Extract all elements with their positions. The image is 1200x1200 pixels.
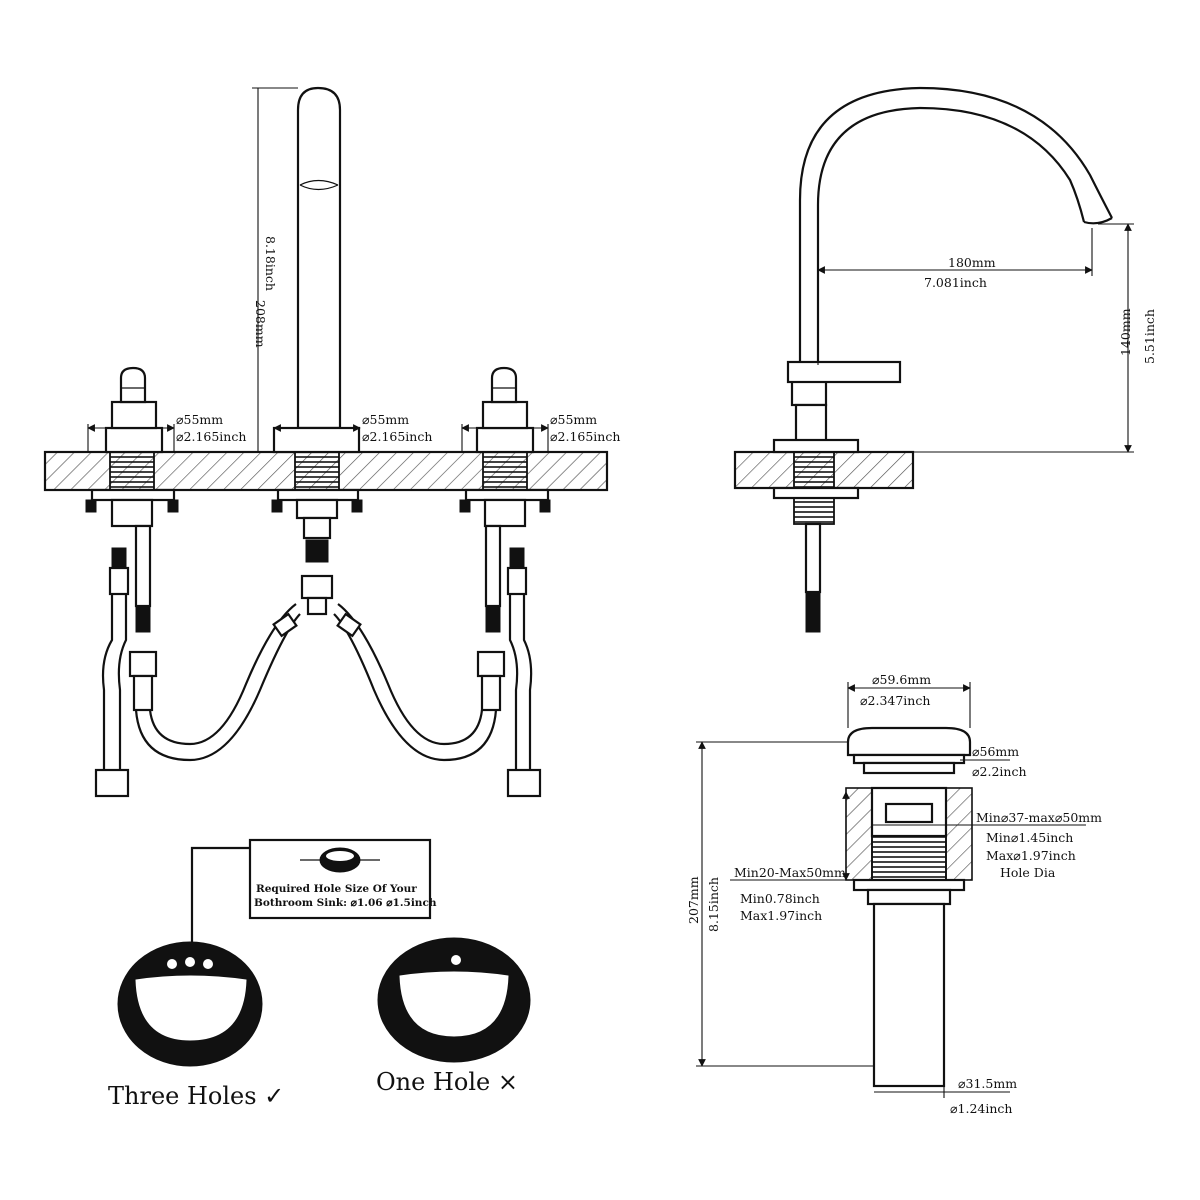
right-plumbing [476, 524, 542, 798]
hole-dia-label: Hole Dia [1000, 865, 1056, 880]
side-height-mm: 140mm [1118, 308, 1133, 356]
hole-note-line2: Bothroom Sink: ⌀1.06 ⌀1.5inch [254, 897, 437, 909]
three-holes-label: Three Holes ✓ [108, 1082, 284, 1110]
thickness-max-in: Max1.97inch [740, 908, 822, 923]
hole-note-line1: Required Hole Size Of Your [256, 883, 417, 895]
right-handle [475, 366, 535, 454]
sink-three-holes: Three Holes ✓ [108, 941, 284, 1110]
spout-height-mm: 208mm [253, 300, 268, 348]
cap-mm: ⌀59.6mm [872, 672, 931, 687]
side-lever [786, 360, 902, 384]
spout-front [272, 86, 361, 454]
hole-dimensions: ⌀55mm ⌀2.165inch ⌀55mm ⌀2.165inch ⌀55mm … [87, 412, 620, 452]
drain-assembly: ⌀59.6mm ⌀2.347inch ⌀56mm ⌀2.2inch Min⌀37… [686, 672, 1102, 1116]
drain-cap [846, 726, 972, 757]
spout-height-dimension: 208mm 8.18inch [252, 87, 298, 452]
front-view: 208mm 8.18inch ⌀55mm ⌀2.165inch ⌀55mm ⌀2… [43, 86, 620, 798]
one-hole-label: One Hole × [376, 1068, 518, 1096]
connecting-hoses [134, 603, 498, 762]
center-hole-in: ⌀2.165inch [362, 429, 432, 444]
hole-range-mm: Min⌀37-max⌀50mm [976, 810, 1102, 825]
flange-in: ⌀2.2inch [972, 764, 1027, 779]
right-hole-in: ⌀2.165inch [550, 429, 620, 444]
left-hole-mm: ⌀55mm [176, 412, 223, 427]
side-height-in: 5.51inch [1142, 309, 1157, 364]
hole-max-in: Max⌀1.97inch [986, 848, 1076, 863]
right-shank [482, 451, 528, 491]
side-view: 180mm 7.081inch 140mm 5.51inch [733, 86, 1157, 633]
hole-min-in: Min⌀1.45inch [986, 830, 1073, 845]
center-connector [300, 516, 334, 616]
tail-mm: ⌀31.5mm [958, 1076, 1017, 1091]
left-hole-in: ⌀2.165inch [176, 429, 246, 444]
brackets [85, 488, 551, 528]
cap-in: ⌀2.347inch [860, 693, 930, 708]
reach-in: 7.081inch [924, 275, 987, 290]
sink-one-hole: One Hole × [376, 937, 531, 1096]
reach-mm: 180mm [948, 255, 996, 270]
left-handle [104, 366, 164, 454]
left-plumbing [94, 524, 158, 798]
drain-height-mm: 207mm [686, 876, 701, 924]
left-shank [109, 451, 155, 491]
thickness-min-in: Min0.78inch [740, 891, 820, 906]
drain-height-in: 8.15inch [706, 877, 721, 932]
flange-mm: ⌀56mm [972, 744, 1019, 759]
tail-in: ⌀1.24inch [950, 1101, 1012, 1116]
thickness-mm: Min20-Max50mm [734, 865, 846, 880]
drain-tailpiece [872, 902, 946, 1088]
gooseneck-spout [798, 86, 1113, 365]
center-hole-mm: ⌀55mm [362, 412, 409, 427]
spout-height-in: 8.18inch [263, 236, 278, 291]
center-shank [294, 451, 340, 491]
hole-size-note: Required Hole Size Of Your Bothroom Sink… [190, 838, 437, 945]
right-hole-mm: ⌀55mm [550, 412, 597, 427]
